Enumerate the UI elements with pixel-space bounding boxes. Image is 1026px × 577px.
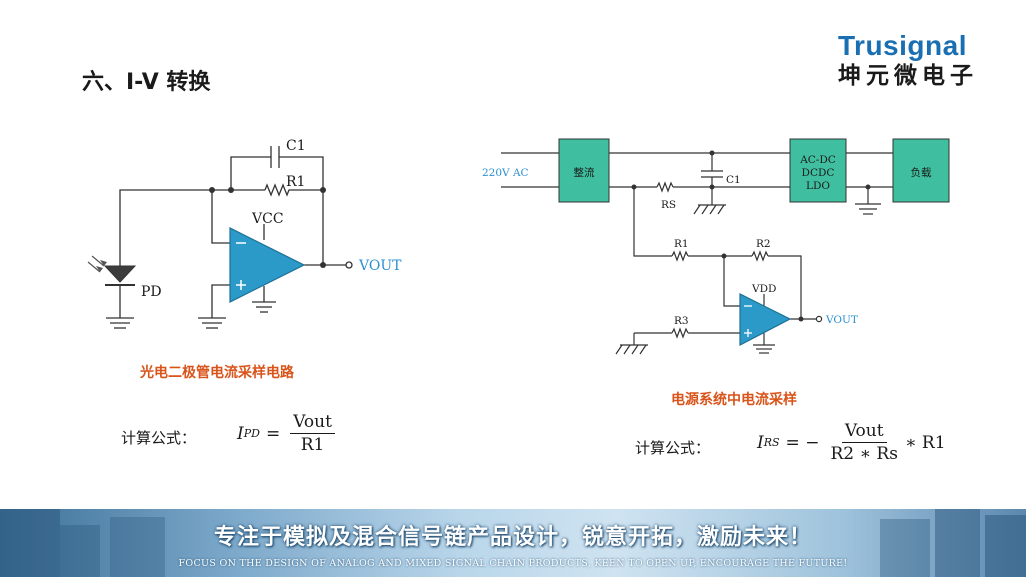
label-vout-right: VOUT	[825, 314, 858, 326]
resistor-r3-right	[671, 327, 689, 339]
formula-left-sub: PD	[243, 427, 260, 440]
label-r3-right: R3	[674, 315, 689, 327]
formula-left-denominator: R1	[300, 435, 325, 455]
formula-right-eq: = −	[785, 432, 820, 453]
vout-terminal-right	[815, 315, 823, 323]
formula-right-lhs: I	[757, 432, 764, 453]
label-converter-1: AC-DC	[799, 154, 836, 166]
opamp-right-icon	[739, 293, 792, 346]
label-c1-right: C1	[726, 174, 741, 186]
logo-brand-cn: 坤元微电子	[838, 63, 978, 89]
label-vdd: VDD	[751, 283, 776, 295]
footer-banner: 专注于模拟及混合信号链产品设计，锐意开拓，激励未来！ FOCUS ON THE …	[0, 509, 1026, 577]
formula-left-eq: =	[265, 423, 281, 444]
resistor-rs	[656, 181, 674, 193]
banner-slogan: 专注于模拟及混合信号链产品设计，锐意开拓，激励未来！	[213, 525, 812, 550]
label-220v-ac: 220V AC	[482, 167, 529, 179]
circuit-diagrams: C1 R1 VCC PD VOUT	[87, 138, 950, 355]
label-r1-right: R1	[674, 238, 689, 250]
label-vout-left: VOUT	[358, 258, 402, 274]
label-rectifier: 整流	[574, 166, 595, 179]
logo-brand-en: Trusignal	[838, 30, 967, 61]
formula-left-lhs: I	[237, 423, 244, 444]
formula-right-numerator: Vout	[841, 421, 887, 443]
label-pd: PD	[141, 284, 162, 300]
label-load: 负载	[911, 166, 932, 179]
label-c1-left: C1	[286, 138, 306, 154]
right-circuit	[501, 152, 893, 345]
label-r2-right: R2	[756, 238, 771, 250]
formula-label-left: 计算公式：	[121, 429, 197, 447]
ground-symbols-right	[615, 203, 881, 355]
label-vcc: VCC	[251, 211, 284, 227]
junctions-right	[631, 150, 871, 322]
label-converter-3: LDO	[806, 180, 830, 192]
formula-right-sub: RS	[763, 436, 780, 449]
formula-right-denominator: R2 ∗ Rs	[830, 444, 898, 464]
formula-right-fraction: Vout R2 ∗ Rs	[827, 421, 901, 464]
label-converter-2: DCDC	[802, 167, 835, 179]
load-block	[892, 138, 950, 203]
junctions-left	[209, 187, 326, 268]
label-r1-left: R1	[286, 174, 305, 190]
formula-label-right: 计算公式：	[635, 439, 711, 457]
formula-left-numerator: Vout	[290, 412, 335, 434]
vout-terminal-left	[345, 261, 353, 269]
resistor-r1-right	[671, 250, 689, 262]
photodiode-icon	[87, 255, 137, 286]
caption-right: 电源系统中电流采样	[671, 392, 797, 408]
resistor-r1	[264, 183, 323, 197]
opamp-left-icon	[229, 227, 306, 303]
slide-title: 六、I-V 转换	[82, 70, 211, 95]
formula-left-fraction: Vout R1	[290, 412, 335, 455]
label-rs: RS	[661, 199, 676, 211]
ground-symbols-left	[106, 301, 276, 329]
resistor-r2-right	[751, 250, 769, 262]
caption-left: 光电二极管电流采样电路	[140, 365, 294, 381]
formula-right-tail: ∗ R1	[904, 432, 946, 453]
converter-block	[789, 138, 847, 203]
rectifier-block	[558, 138, 610, 203]
company-logo: Trusignal 坤元微电子	[838, 30, 988, 90]
banner-subtitle: FOCUS ON THE DESIGN OF ANALOG AND MIXED …	[178, 558, 848, 569]
